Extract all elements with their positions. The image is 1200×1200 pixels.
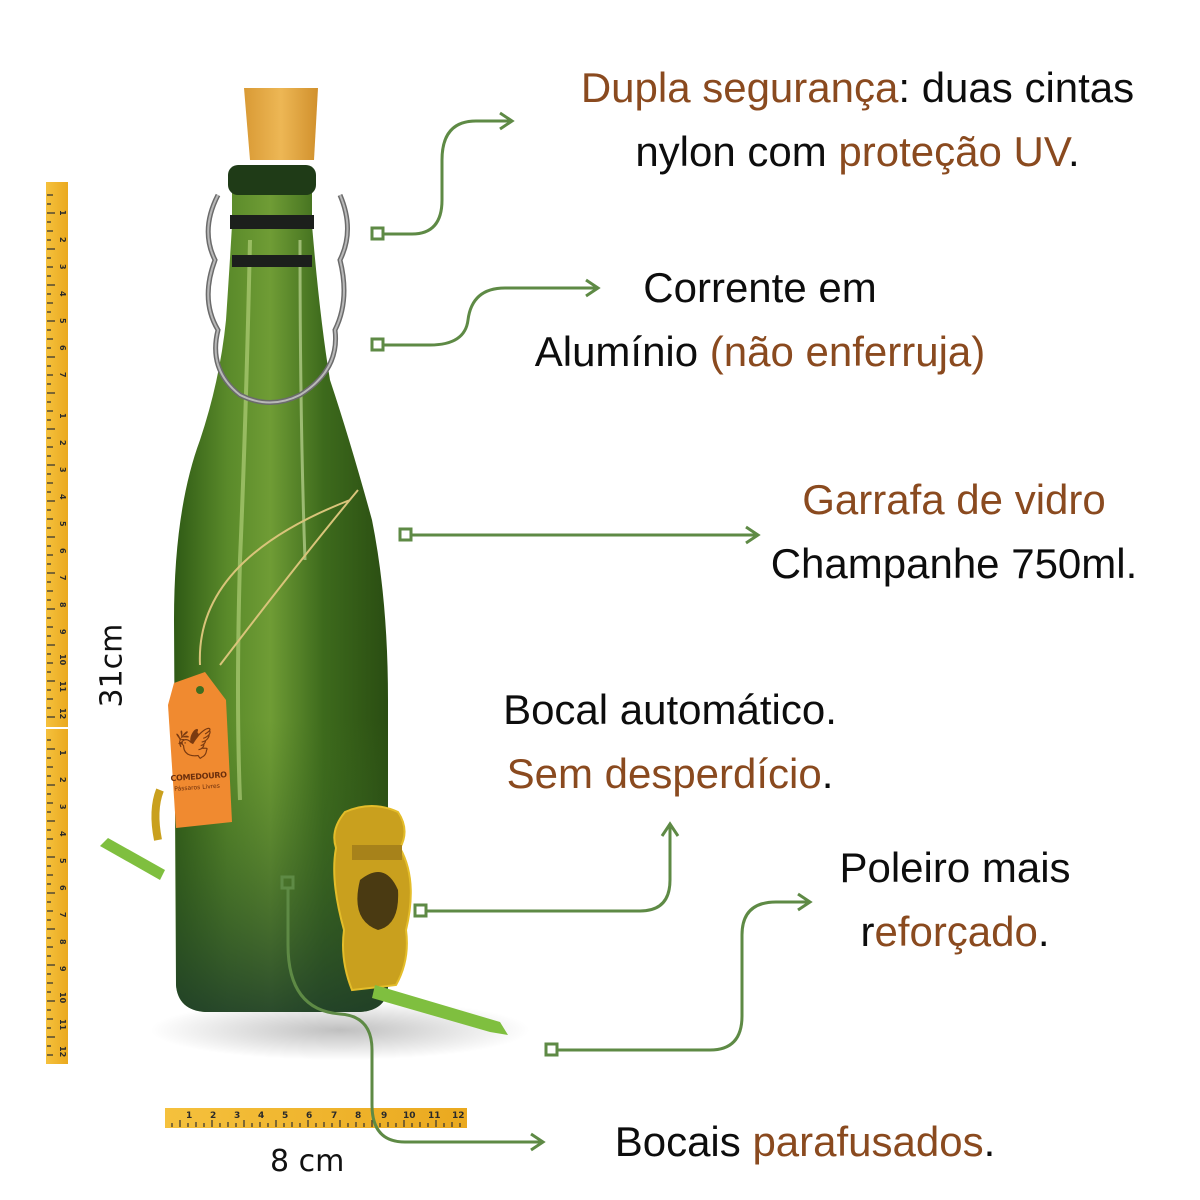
brand-tag-content: 🕊 COMEDOURO Pássaros Livres: [164, 718, 237, 822]
svg-text:1: 1: [186, 1111, 192, 1121]
callout-text: .: [1068, 128, 1080, 175]
callout-screwed-nozzles: Bocais parafusados.: [590, 1110, 1020, 1174]
svg-text:1: 1: [58, 210, 67, 216]
svg-text:2: 2: [210, 1111, 216, 1121]
callout-highlight: Dupla segurança: [580, 64, 899, 111]
callout-text: .: [821, 750, 834, 797]
callout-text: Corrente em: [643, 264, 877, 311]
feeder-port: [333, 805, 412, 992]
callout-highlight: Garrafa de vidro: [802, 476, 1106, 523]
vertical-ruler: 1 2 3 4 5 6 7 1 2 3 4 5 6 7 8 9 10 11 12…: [46, 182, 68, 1064]
svg-text:6: 6: [58, 548, 67, 554]
svg-text:4: 4: [58, 291, 67, 297]
svg-text:7: 7: [58, 372, 67, 378]
callout-text: Champanhe 750ml.: [770, 540, 1138, 587]
svg-text:7: 7: [58, 912, 67, 918]
callout-highlight: eforçado: [874, 908, 1038, 955]
callout-text: : duas cintas: [898, 64, 1135, 111]
svg-text:8: 8: [58, 602, 67, 608]
tag-subtitle: Pássaros Livres: [174, 782, 221, 793]
svg-text:6: 6: [58, 885, 67, 891]
callout-perch: Poleiro mais reforçado.: [820, 836, 1090, 964]
svg-text:10: 10: [58, 654, 67, 666]
height-dimension-label: 31cm: [94, 623, 130, 708]
svg-text:2: 2: [58, 440, 67, 446]
svg-text:5: 5: [282, 1111, 288, 1121]
svg-text:5: 5: [58, 858, 67, 864]
callout-highlight: parafusados: [752, 1118, 984, 1165]
callout-highlight: Sem desperdício: [506, 750, 822, 797]
svg-text:4: 4: [58, 494, 67, 500]
svg-text:12: 12: [452, 1111, 465, 1121]
callout-text: Bocais: [614, 1118, 753, 1165]
callout-auto-nozzle: Bocal automático. Sem desperdício.: [480, 678, 860, 806]
connectors: [280, 111, 813, 1152]
svg-text:4: 4: [258, 1111, 264, 1121]
callout-text: nylon com: [635, 128, 839, 175]
svg-text:11: 11: [58, 681, 67, 693]
callout-text: r: [860, 908, 875, 955]
callout-text: .: [1037, 908, 1050, 955]
svg-text:3: 3: [58, 467, 67, 473]
svg-text:5: 5: [58, 318, 67, 324]
svg-text:8: 8: [58, 939, 67, 945]
svg-text:1: 1: [58, 750, 67, 756]
callout-text: .: [983, 1118, 996, 1165]
callout-chain: Corrente em Alumínio (não enferruja): [510, 256, 1010, 384]
svg-text:11: 11: [58, 1019, 67, 1031]
svg-text:7: 7: [58, 575, 67, 581]
svg-text:7: 7: [331, 1111, 337, 1121]
right-perch: [372, 985, 508, 1035]
callout-text: Alumínio: [534, 328, 710, 375]
callout-text: Bocal automático.: [503, 686, 837, 733]
svg-text:3: 3: [58, 264, 67, 270]
svg-text:11: 11: [428, 1111, 441, 1121]
svg-text:3: 3: [234, 1111, 240, 1121]
tag-brand-name: COMEDOURO: [170, 770, 228, 784]
callout-highlight: (não enferruja): [709, 328, 986, 375]
svg-text:6: 6: [58, 345, 67, 351]
brand-tag: [168, 672, 232, 828]
left-perch: [100, 838, 165, 880]
bottle-feeder: [100, 88, 530, 1060]
svg-text:4: 4: [58, 831, 67, 837]
svg-text:12: 12: [58, 1046, 67, 1057]
svg-text:9: 9: [381, 1111, 387, 1121]
callout-bottle: Garrafa de vidro Champanhe 750ml.: [752, 468, 1156, 596]
svg-text:6: 6: [306, 1111, 312, 1121]
svg-text:2: 2: [58, 777, 67, 783]
svg-text:10: 10: [403, 1111, 416, 1121]
svg-text:9: 9: [58, 966, 67, 972]
svg-text:8: 8: [355, 1111, 361, 1121]
bird-icon: 🕊: [174, 727, 215, 763]
svg-text:9: 9: [58, 629, 67, 635]
callout-double-safety: Dupla segurança: duas cintas nylon com p…: [555, 56, 1160, 184]
svg-text:12: 12: [58, 708, 67, 719]
svg-text:1: 1: [58, 413, 67, 419]
callout-text: Poleiro mais: [839, 844, 1071, 891]
svg-text:2: 2: [58, 237, 67, 243]
width-dimension-label: 8 cm: [270, 1144, 345, 1179]
callout-highlight: proteção UV: [838, 128, 1069, 175]
svg-text:5: 5: [58, 521, 67, 527]
svg-text:3: 3: [58, 804, 67, 810]
cork: [244, 88, 318, 160]
svg-text:10: 10: [58, 992, 67, 1004]
